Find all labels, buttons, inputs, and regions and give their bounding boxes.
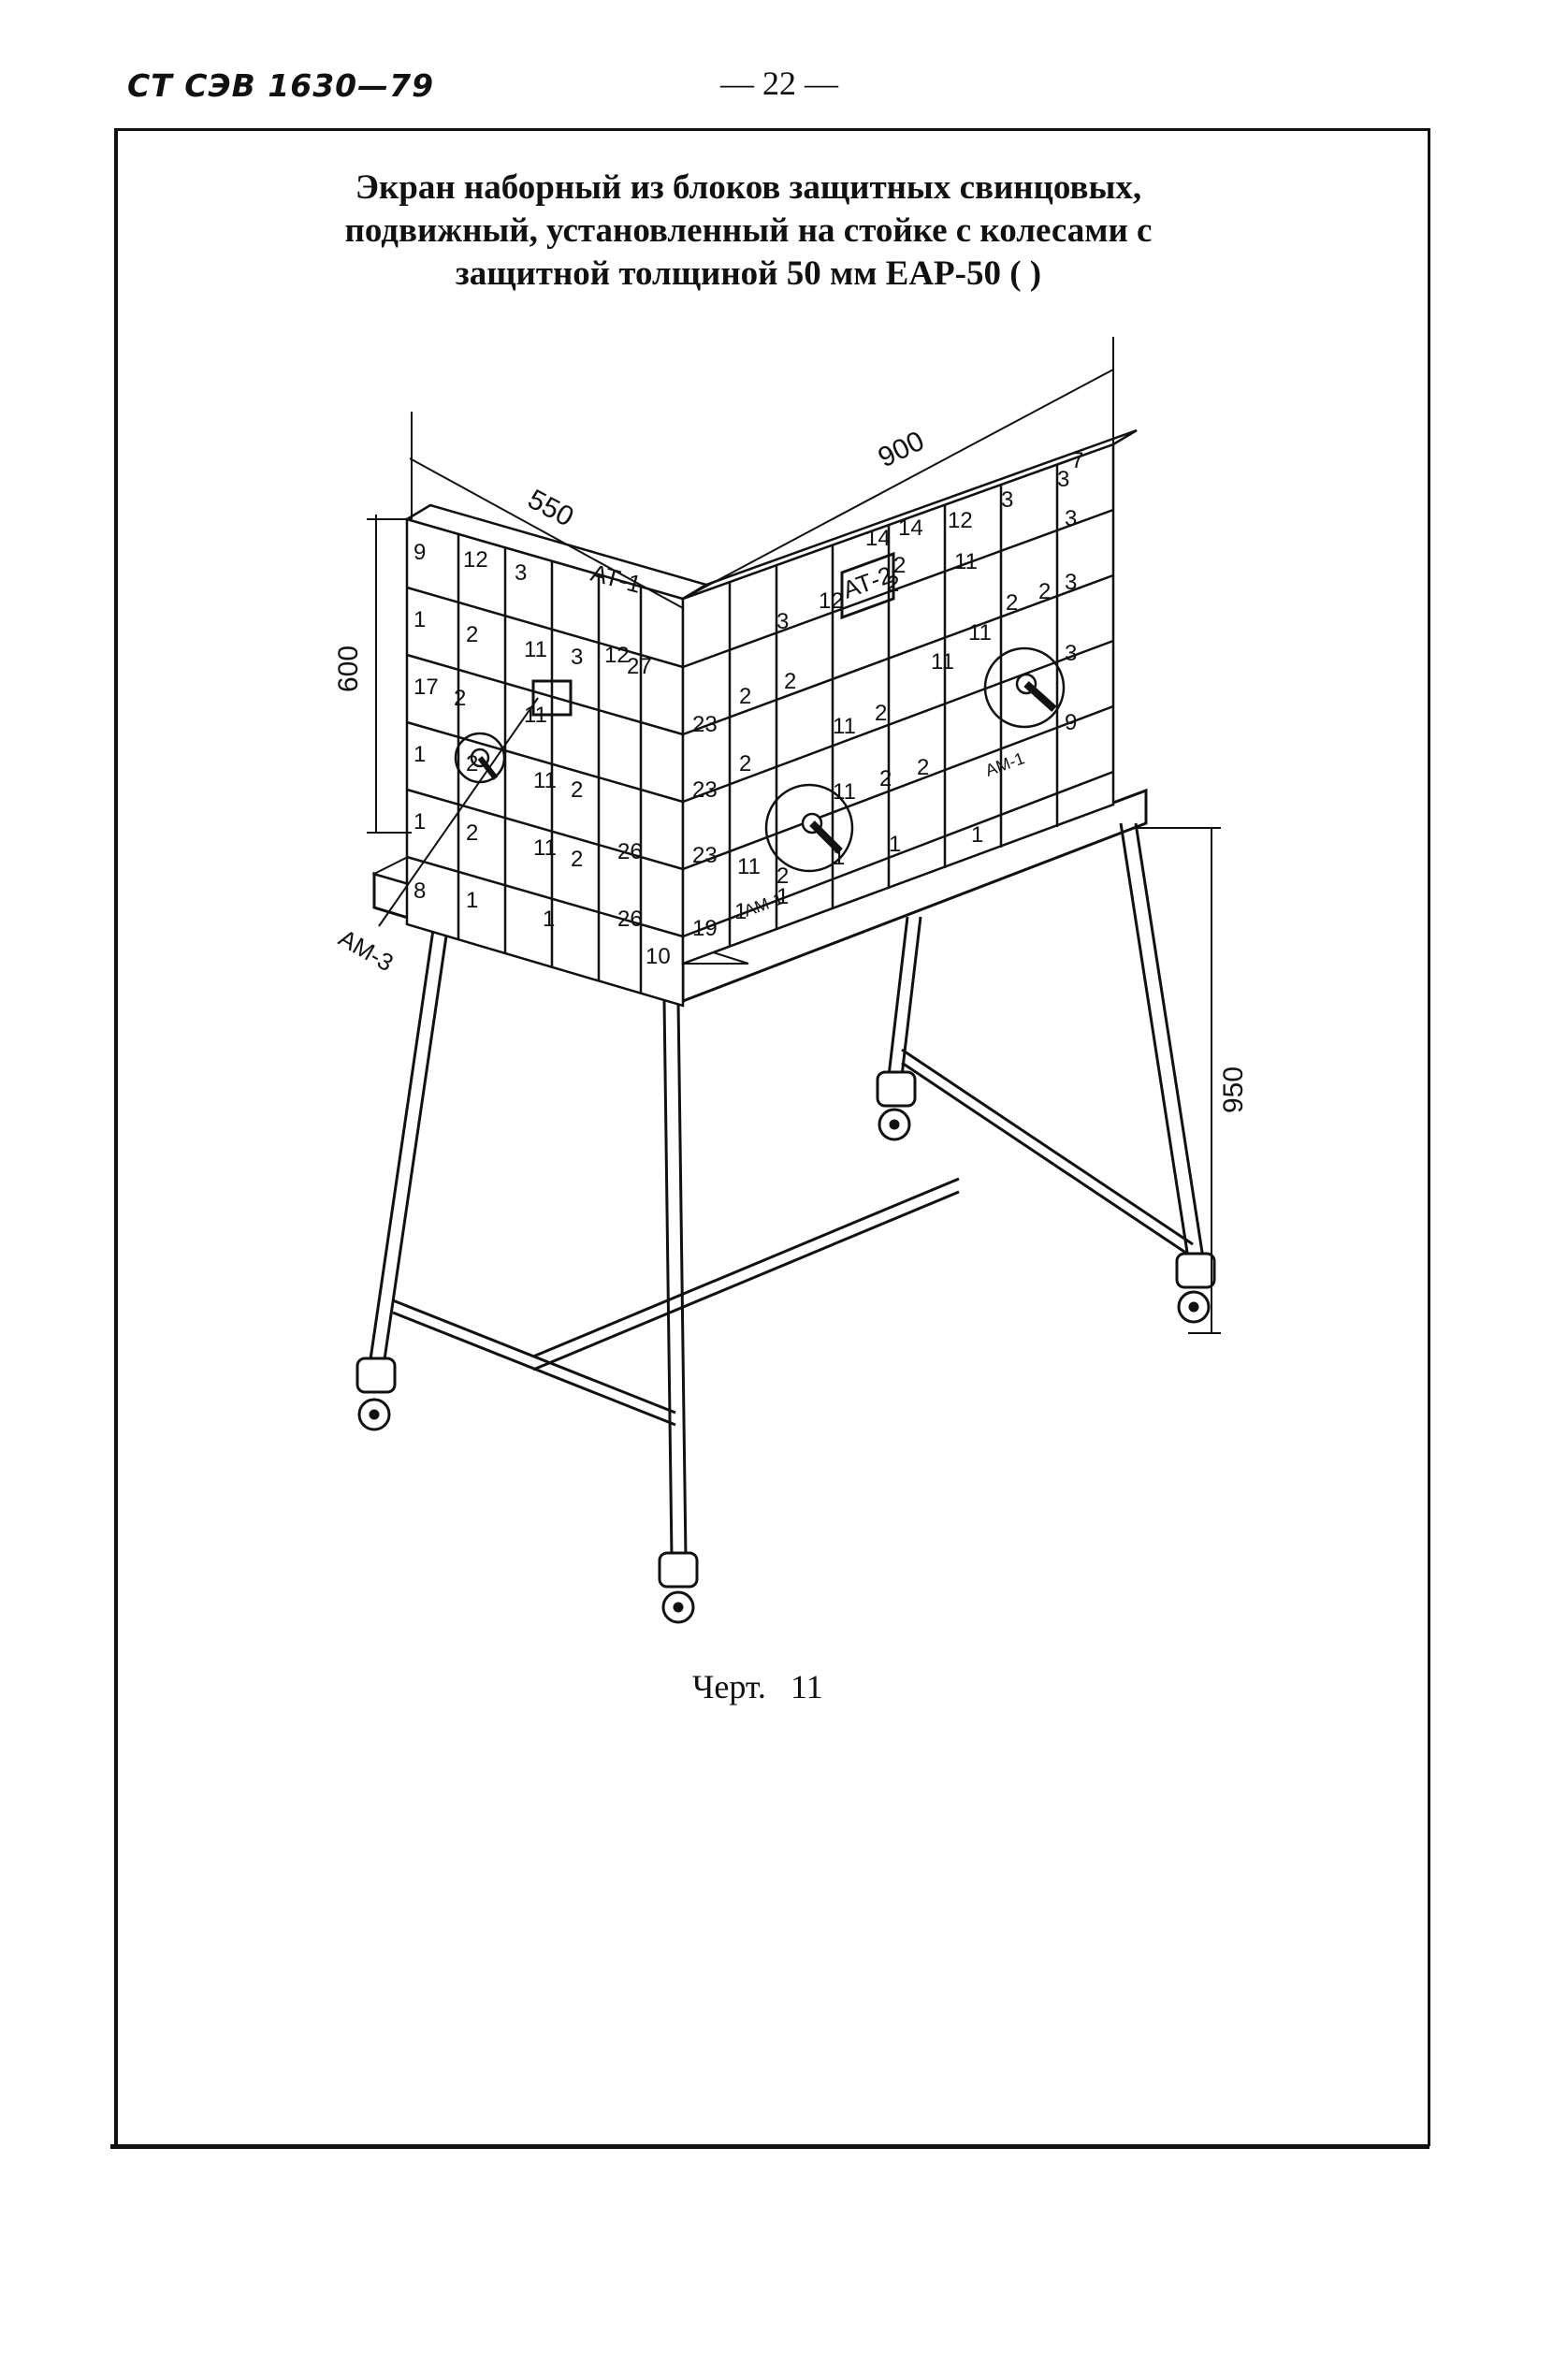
technical-drawing: 550 900 600 950 АТ-1 АТ-2 АМ-1 АМ-1 АМ-3… [333,337,1244,1624]
page-frame [114,128,1430,2146]
dim-950: 950 [1218,1067,1244,1113]
wheel-back [876,1070,917,1141]
dimension-lines [367,337,1221,1334]
block-number: 2 [917,755,929,780]
block-number: 23 [692,712,718,737]
block-number: 3 [1057,467,1069,492]
block-number: 2 [1038,579,1051,604]
block-number: 2 [893,553,906,578]
block-number: 2 [776,863,789,889]
block-number: 3 [1065,506,1077,531]
bottom-rule [110,2144,1429,2149]
block-number: 26 [617,839,643,864]
block-number: 2 [454,686,466,711]
block-number: 23 [692,777,718,803]
block-number: 2 [887,572,899,597]
block-number: 3 [571,645,583,670]
block-number: 14 [865,526,891,551]
block-number: 3 [776,609,789,634]
block-number: 11 [524,703,547,728]
block-number: 11 [833,779,856,805]
dim-600: 600 [333,646,364,692]
title-line-1: Экран наборный из блоков защитных свинцо… [355,168,1142,207]
block-number: 1 [543,907,555,932]
block-number: 2 [466,751,478,776]
block-number: 23 [692,843,718,868]
block-number: 2 [571,847,583,872]
title-line-2: подвижный, установленный на стойке с кол… [344,211,1153,250]
figure-caption: Черт. 11 [692,1667,823,1706]
block-number: 12 [604,643,630,668]
block-number: 11 [833,714,856,739]
block-number: 2 [1006,590,1018,616]
block-number: 1 [971,822,983,848]
block-number: 12 [819,588,844,614]
block-number: 2 [875,701,887,726]
block-number: 11 [533,768,557,793]
block-number: 7 [1071,448,1083,473]
dim-900: 900 [874,426,929,474]
block-number: 1 [466,888,478,913]
block-number: 3 [515,560,527,586]
block-number: 2 [466,622,478,647]
block-number: 1 [414,809,426,834]
stand-legs [368,822,1205,1559]
block-number: 12 [948,508,973,533]
block-number: 2 [739,684,751,709]
caption-label: Черт. [692,1668,766,1705]
block-number: 26 [617,907,643,932]
caption-number: 11 [790,1668,823,1705]
title-line-3: защитной толщиной 50 мм ЕАР-50 ( ) [455,254,1042,293]
block-number: 2 [466,820,478,846]
block-number: 3 [1001,487,1013,513]
block-number: 1 [889,832,901,857]
label-am3: АМ-3 [334,923,399,977]
block-number: 2 [571,777,583,803]
block-number: 11 [931,649,954,675]
block-number: 1 [414,742,426,767]
block-number: 1 [833,845,845,870]
page-number: — 22 — [720,65,838,102]
block-number: 11 [968,620,992,646]
block-number: 2 [879,766,892,791]
block-number: 2 [739,751,751,776]
right-wall [477,428,1138,965]
block-number: 11 [954,549,978,574]
block-number: 9 [1065,710,1077,735]
block-number: 3 [1065,641,1077,666]
block-number: 19 [692,916,718,941]
wheel-front-left [355,1357,397,1431]
castor-wheels [355,1070,1216,1624]
figure-title: Экран наборный из блоков защитных свинцо… [281,167,1216,296]
block-number: 11 [524,637,547,662]
wheel-front [658,1551,699,1624]
block-number: 12 [463,547,488,573]
block-number: 9 [414,540,426,565]
block-number: 10 [646,944,671,969]
left-wall [403,503,710,1008]
block-number: 14 [898,515,923,541]
block-number: 1 [734,899,747,924]
block-number: 8 [414,878,426,904]
block-number: 27 [627,654,652,679]
block-number: 2 [784,669,796,694]
block-number: 1 [776,884,789,909]
block-number: 17 [414,675,439,700]
block-number: 11 [533,835,557,861]
standard-code: СТ СЭВ 1630—79 [127,67,435,104]
block-number: 11 [737,854,761,879]
block-number: 3 [1065,570,1077,595]
block-number: 1 [414,607,426,632]
wheel-right [1175,1252,1216,1324]
